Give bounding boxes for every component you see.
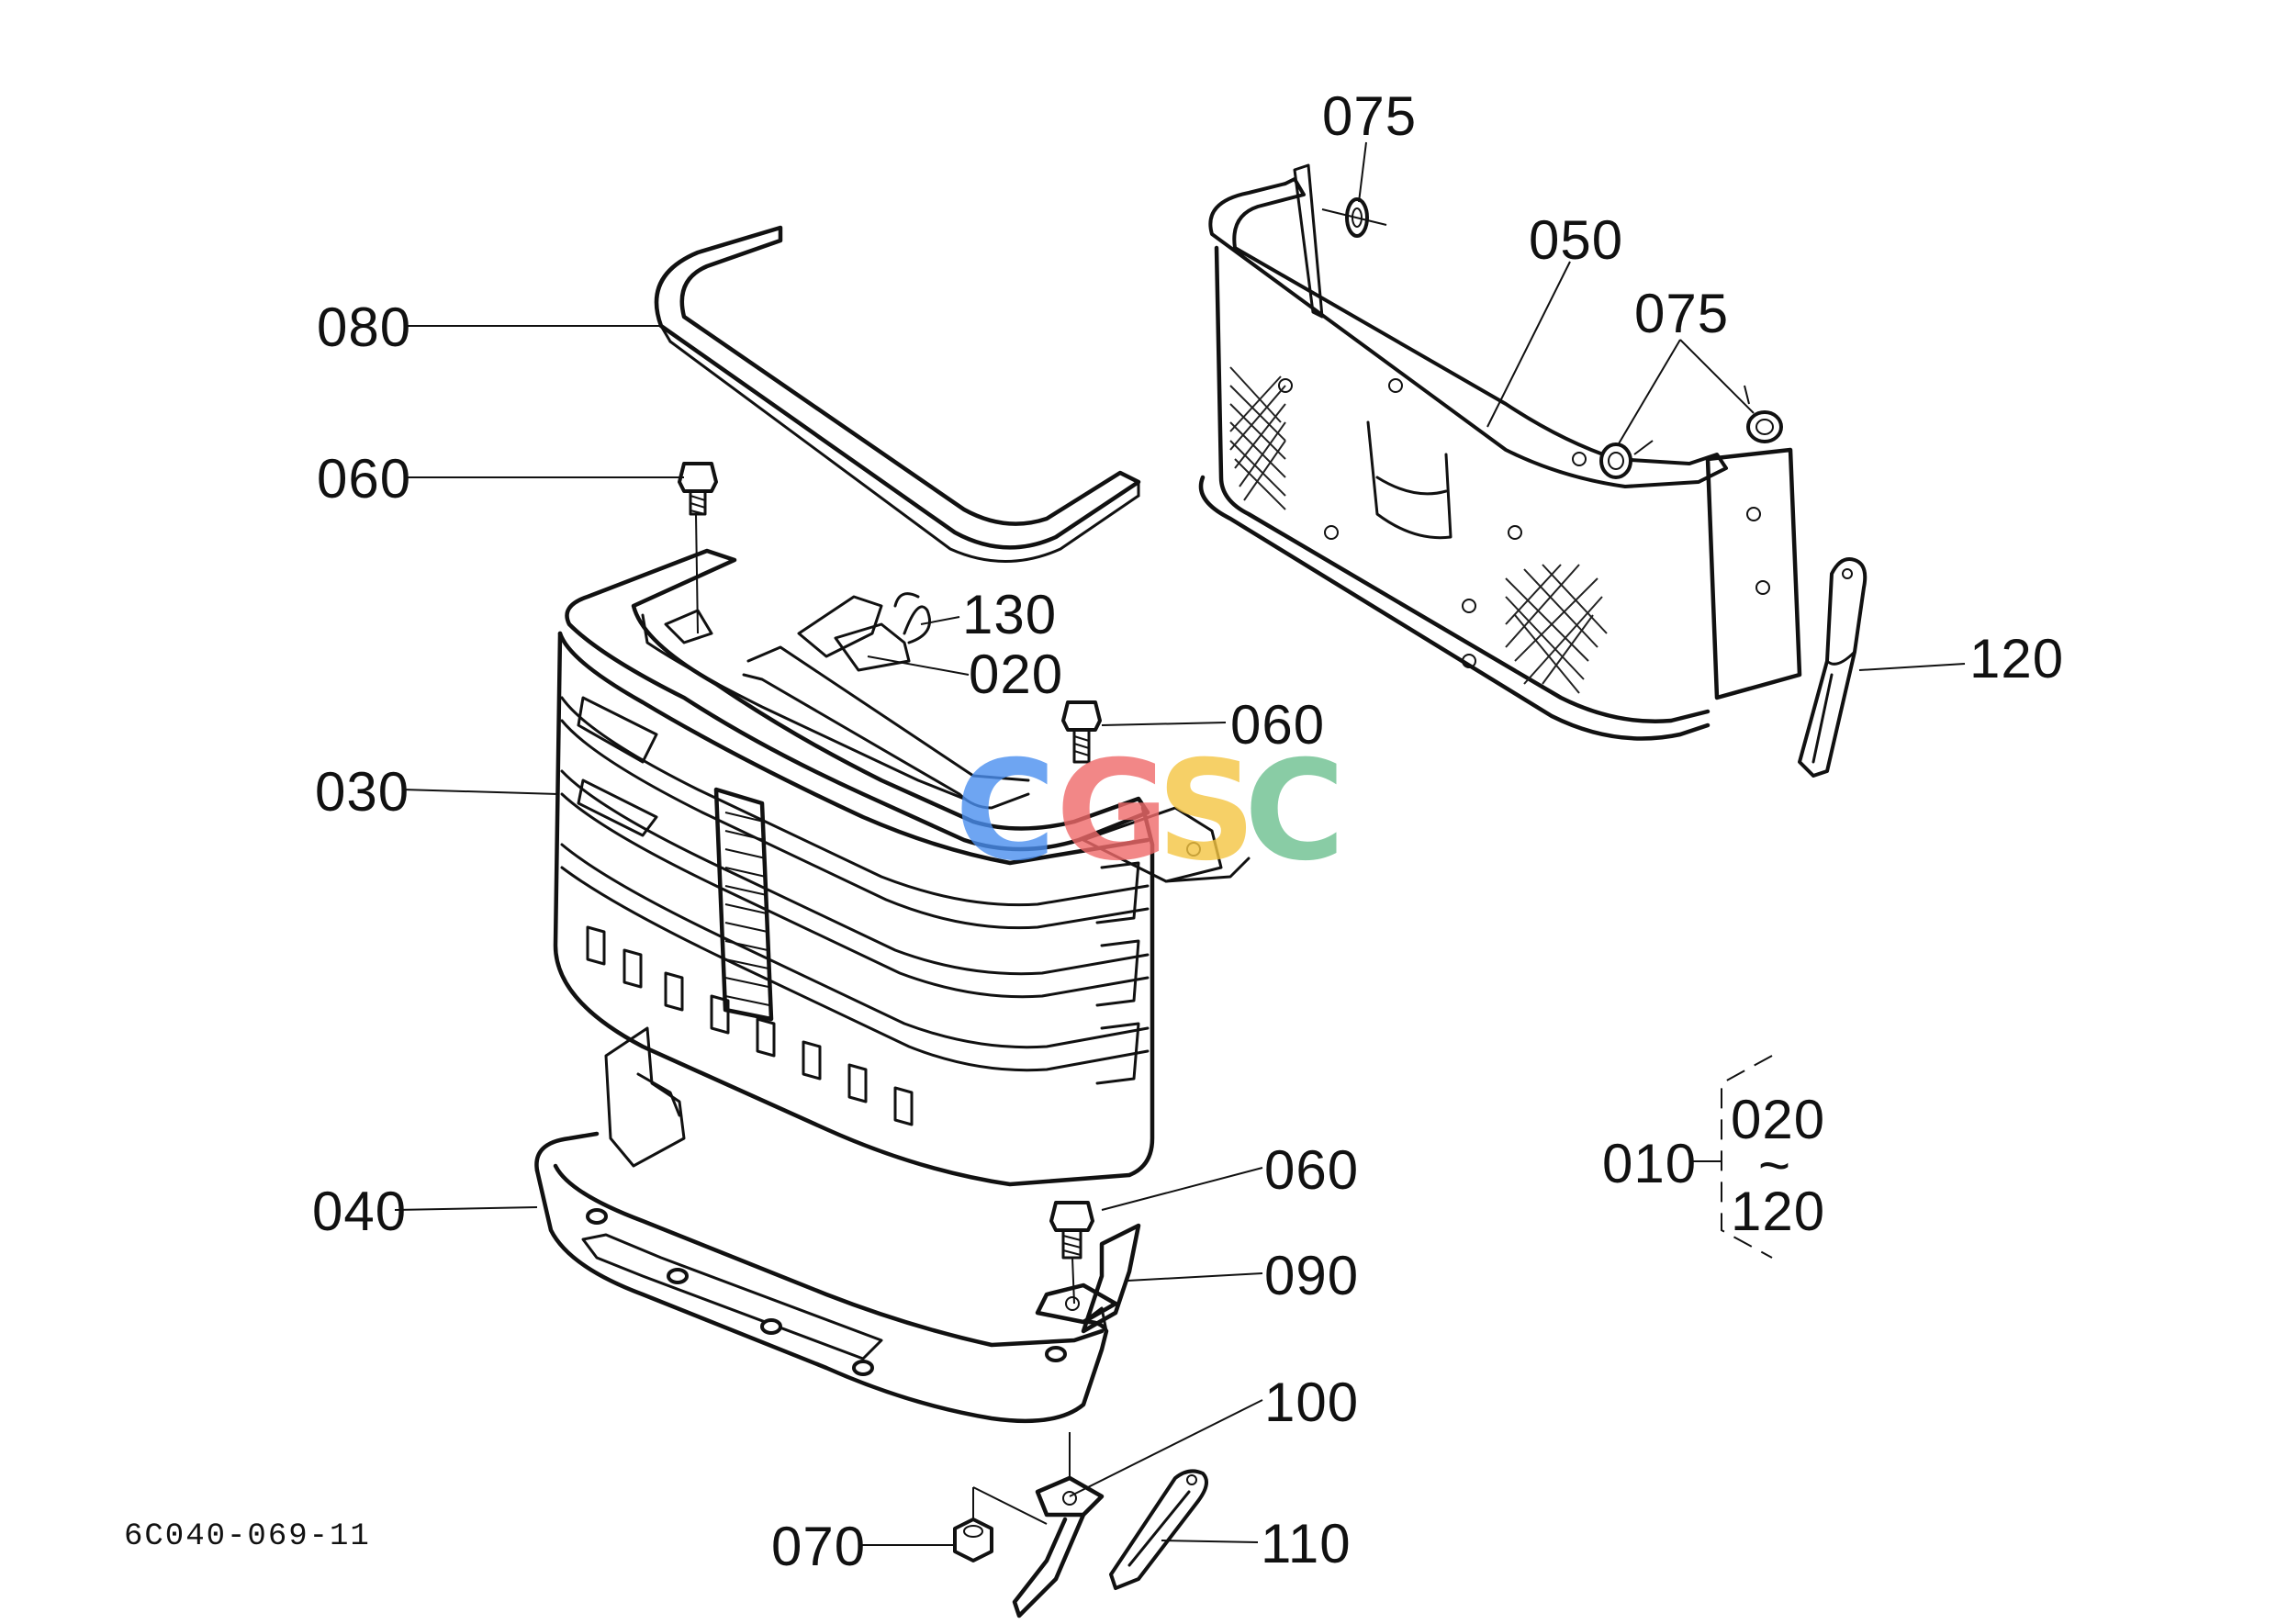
part-030-grille — [553, 548, 1251, 1187]
callout-070: 070 — [771, 1516, 866, 1577]
assembly-range-to: 120 — [1731, 1181, 1825, 1242]
watermark-letter: S — [1157, 732, 1256, 891]
callout-020: 020 — [969, 644, 1063, 705]
part-110-strip — [1109, 1469, 1208, 1590]
leader-lines — [394, 141, 1966, 1546]
callout-130: 130 — [962, 584, 1057, 645]
callout-060-mid: 060 — [1230, 694, 1325, 756]
part-075-grommets — [1321, 197, 1783, 479]
figure-code: 6C040-069-11 — [124, 1519, 371, 1554]
part-050-panel — [1198, 163, 1802, 741]
part-080-trim — [654, 225, 1141, 563]
callout-050: 050 — [1529, 209, 1623, 271]
part-060-bolts — [678, 462, 1102, 1305]
callout-090: 090 — [1264, 1245, 1359, 1306]
callout-075-right: 075 — [1634, 283, 1729, 344]
callout-075-top: 075 — [1322, 85, 1417, 147]
callout-060-left: 060 — [317, 448, 411, 510]
part-040-skirt — [534, 1026, 1109, 1424]
watermark-letter: C — [955, 732, 1056, 891]
watermark: C G S C — [955, 732, 1345, 891]
callout-120: 120 — [1969, 628, 2064, 689]
assembly-range-from: 020 — [1731, 1089, 1825, 1150]
callout-labels: 075 050 075 080 060 130 020 060 120 030 … — [312, 85, 2064, 1577]
callout-030: 030 — [315, 761, 409, 823]
callout-100: 100 — [1264, 1372, 1359, 1433]
callout-040: 040 — [312, 1181, 407, 1242]
part-120-strip — [1798, 557, 1868, 778]
callout-080: 080 — [317, 297, 411, 358]
part-090-bracket — [1035, 1223, 1141, 1334]
assembly-label-010: 010 — [1602, 1133, 1697, 1194]
callout-110: 110 — [1261, 1513, 1352, 1574]
part-100-stay — [972, 1432, 1105, 1618]
watermark-letter: G — [1056, 732, 1169, 891]
watermark-letter: C — [1244, 732, 1345, 891]
part-130-wire — [893, 592, 931, 644]
callout-060-low: 060 — [1264, 1139, 1359, 1201]
assembly-group: 010 020 ~ 120 — [1602, 1089, 1825, 1242]
assembly-range-tilde: ~ — [1758, 1135, 1791, 1196]
part-070-nut — [953, 1487, 993, 1562]
